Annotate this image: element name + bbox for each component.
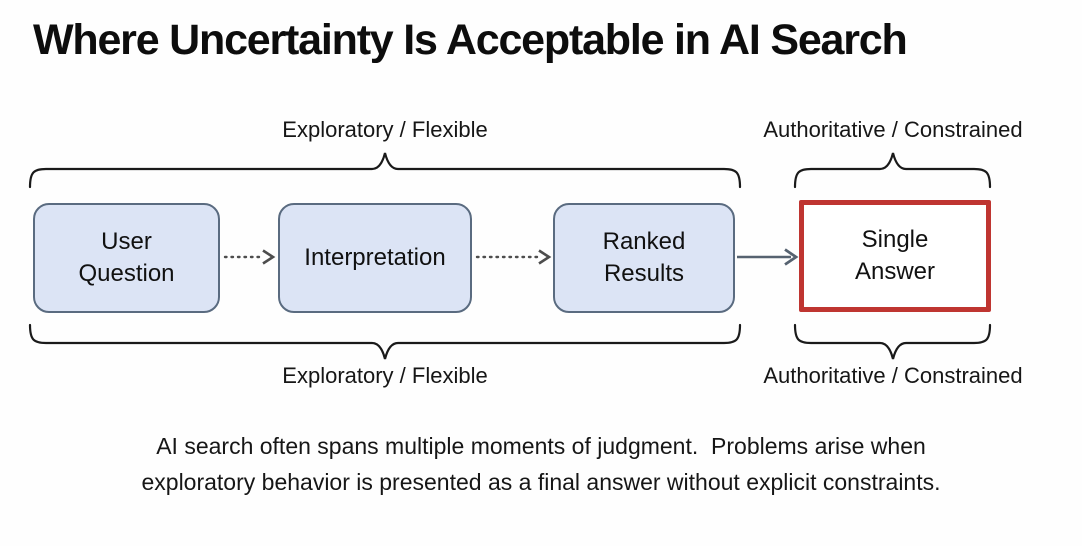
caption-line-2: exploratory behavior is presented as a f…: [141, 469, 941, 495]
zone-label-bottom-authoritative: Authoritative / Constrained: [763, 363, 1023, 388]
zone-label-top-exploratory: Exploratory / Flexible: [282, 117, 488, 142]
diagram-title: Where Uncertainty Is Acceptable in AI Se…: [33, 16, 908, 64]
zone-label-top-authoritative: Authoritative / Constrained: [763, 117, 1023, 142]
dotted-arrow-icon: [475, 249, 552, 265]
brace-bottom-authoritative-icon: [793, 323, 992, 360]
flow-node-interpretation: Interpretation: [278, 203, 472, 313]
caption-line-1: AI search often spans multiple moments o…: [156, 433, 926, 459]
zone-label-bottom-exploratory: Exploratory / Flexible: [282, 363, 488, 388]
brace-top-authoritative-icon: [793, 152, 992, 189]
brace-top-exploratory-icon: [28, 152, 742, 189]
flow-node-ranked-results: Ranked Results: [553, 203, 735, 313]
flow-node-user-question: User Question: [33, 203, 220, 313]
caption: AI search often spans multiple moments o…: [0, 428, 1082, 500]
solid-arrow-icon: [737, 248, 799, 266]
brace-bottom-exploratory-icon: [28, 323, 742, 360]
flow-node-single-answer: Single Answer: [799, 200, 991, 312]
dotted-arrow-icon: [223, 249, 276, 265]
